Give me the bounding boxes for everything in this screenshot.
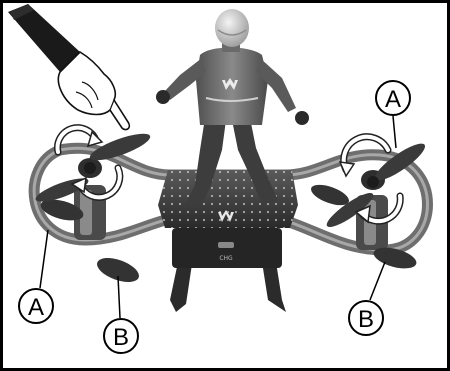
callout-b-left: B: [104, 319, 138, 353]
callout-b-right-label: B: [358, 306, 374, 333]
callout-a-left-label: A: [28, 294, 44, 321]
charge-port-label: CHG: [219, 255, 233, 262]
callout-a-right: A: [376, 81, 410, 115]
landing-legs: [170, 262, 286, 312]
callout-a-left: A: [19, 289, 53, 323]
hand-pointer-icon: [8, 4, 129, 130]
callout-b-left-label: B: [113, 324, 129, 351]
charge-port: [218, 242, 234, 248]
callout-b-right: B: [349, 301, 383, 335]
drone-body: CHG: [158, 170, 298, 268]
pilot-helmet: [215, 9, 249, 47]
callout-a-right-label: A: [385, 86, 401, 113]
